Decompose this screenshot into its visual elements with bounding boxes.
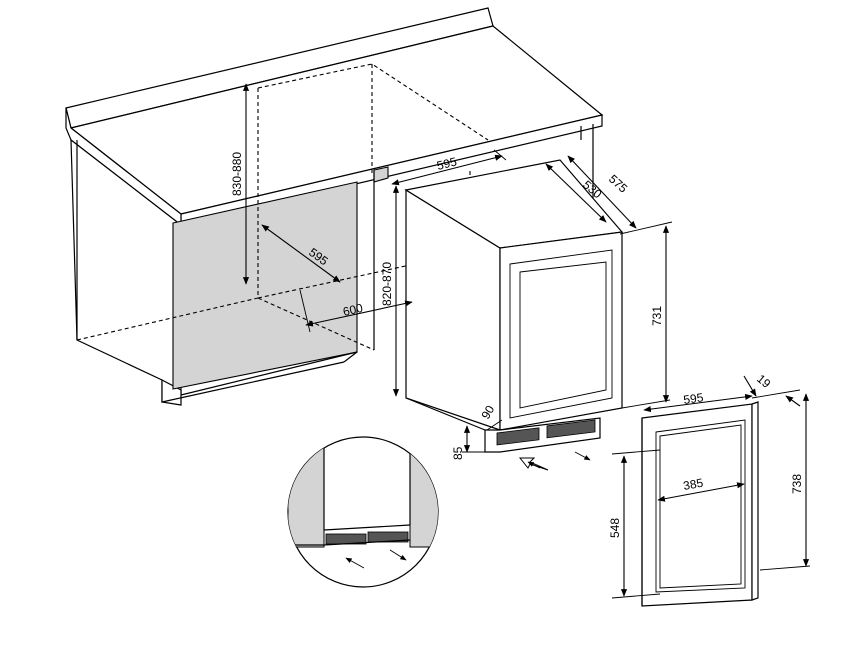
label-appliance-depth-total: 575	[606, 172, 630, 196]
label-window-width: 385	[682, 476, 704, 493]
vent-grille	[496, 419, 596, 446]
label-plinth-height: 85	[451, 446, 465, 460]
label-door-height: 731	[650, 306, 664, 326]
dimension-lines	[242, 83, 811, 599]
label-panel-thickness: 19	[754, 372, 773, 392]
label-panel-width: 595	[682, 390, 704, 407]
label-window-height: 548	[608, 518, 622, 538]
label-niche-width: 600	[342, 301, 365, 319]
label-niche-height: 830-880	[230, 152, 244, 196]
label-panel-height: 738	[790, 474, 804, 494]
airflow-arrows	[518, 451, 591, 471]
label-door-angle: 90	[478, 403, 497, 422]
label-appliance-height: 820-870	[380, 262, 394, 306]
label-appliance-width: 595	[435, 154, 458, 173]
door-panel	[641, 401, 759, 607]
wine-cooler	[404, 159, 624, 453]
inset-detail	[287, 436, 439, 588]
